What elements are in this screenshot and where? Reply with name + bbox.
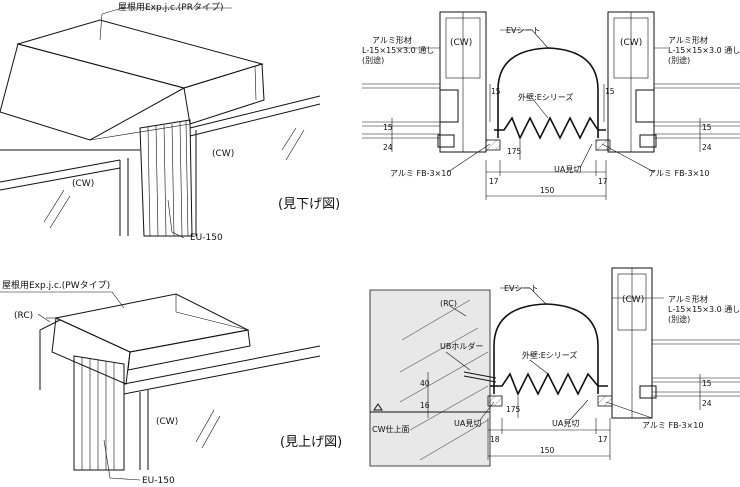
br-d16: 16 [420, 401, 430, 410]
br-ub-holder: UBホルダー [440, 341, 483, 351]
tr-ev-sheet: EVシート [506, 26, 541, 35]
br-ua-center: UA見切 [552, 419, 579, 428]
br-d17: 17 [598, 435, 608, 444]
br-dimensions [427, 372, 701, 460]
br-cw-finish: CW仕上面 [372, 424, 410, 434]
br-d175: 175 [506, 405, 521, 414]
br-ua-left: UA見切 [454, 419, 481, 428]
bl-rc: (RC) [14, 311, 33, 321]
tr-fb-right: アルミ FB-3×10 [648, 169, 709, 178]
tr-alu-left-1: アルミ形材 [372, 35, 412, 45]
tr-dimensions [391, 84, 701, 200]
tr-alu-left-3: (別途) [362, 55, 384, 65]
cw-mullion-right [595, 11, 657, 153]
tr-d17-left: 17 [489, 177, 499, 186]
tr-alu-right-2: L-15×15×3.0 通し [668, 45, 740, 55]
tr-wall-lines [362, 83, 740, 139]
tr-ua: UA見切 [554, 165, 581, 174]
br-ev-sheet: EVシート [504, 284, 539, 293]
bl-roof-label: 屋根用Exp.j.c.(PWタイプ) [2, 279, 110, 291]
br-alu-right-2: L-15×15×3.0 通し [668, 304, 740, 314]
bottom-left-perspective: 屋根用Exp.j.c.(PWタイプ) (RC) (CW) EU-150 (見上げ… [0, 279, 342, 486]
cw-right-wall [189, 95, 321, 236]
tr-d24-right: 24 [702, 143, 712, 152]
tr-exterior-wall: 外壁:Eシリーズ [518, 92, 573, 102]
eu-150-column [139, 119, 193, 237]
tl-cw-right: (CW) [212, 149, 234, 159]
tr-fb-left: アルミ FB-3×10 [390, 169, 451, 178]
top-left-perspective: 屋根用Exp.j.c.(PRタイプ) (CW) (CW) EU-150 (見下げ… [0, 1, 340, 243]
br-alu-right-3: (別途) [668, 314, 690, 324]
br-d24: 24 [702, 399, 712, 408]
br-fb-right: アルミ FB-3×10 [642, 421, 703, 430]
tr-alu-right-1: アルミ形材 [668, 35, 708, 45]
br-d15: 15 [702, 379, 712, 388]
tl-caption: (見下げ図) [278, 197, 340, 212]
bl-caption: (見上げ図) [280, 435, 342, 450]
e-series-wave-bottom [490, 372, 608, 396]
br-d18: 18 [490, 435, 500, 444]
tr-cw-right: (CW) [620, 38, 642, 48]
rc-wall [369, 289, 491, 467]
tr-d150: 150 [540, 186, 555, 195]
bl-cw: (CW) [156, 417, 178, 427]
bottom-right-section: (RC) (CW) EVシート アルミ形材 L-15×15×3.0 通し (別途… [369, 267, 740, 467]
tr-alu-right-3: (別途) [668, 55, 690, 65]
cw-wall-bottom [123, 345, 321, 470]
tr-alu-left-2: L-15×15×3.0 通し [362, 45, 434, 55]
pr-joint-side [183, 63, 265, 125]
br-d40: 40 [420, 379, 430, 388]
tr-d15b-right: 15 [702, 123, 712, 132]
ev-sheet-arc-bottom [493, 303, 599, 394]
bl-eu-label: EU-150 [142, 476, 175, 486]
br-rc: (RC) [440, 299, 457, 308]
tr-d175: 175 [507, 147, 522, 156]
eu-150-column-bottom [73, 355, 125, 471]
cw-mullion-left [437, 11, 501, 153]
tr-d17-right: 17 [598, 177, 608, 186]
br-alu-right-1: アルミ形材 [668, 294, 708, 304]
cw-left-wall [0, 149, 140, 236]
pw-joint-side [127, 329, 251, 371]
pw-joint-front [51, 317, 131, 385]
br-cw: (CW) [622, 295, 644, 305]
tl-cw-left: (CW) [72, 179, 94, 189]
tl-roof-label: 屋根用Exp.j.c.(PRタイプ) [118, 1, 223, 13]
tr-d15b-left: 15 [383, 123, 393, 132]
br-exterior-wall: 外壁:Eシリーズ [522, 350, 577, 360]
tl-eu-label: EU-150 [190, 233, 223, 243]
e-series-wave [494, 116, 606, 140]
tr-d15-left: 15 [491, 87, 501, 96]
tr-cw-left: (CW) [450, 38, 472, 48]
tr-d15-right: 15 [605, 87, 615, 96]
tr-d24-left: 24 [383, 143, 393, 152]
br-wall-lines [652, 339, 740, 397]
top-right-section: (CW) (CW) EVシート アルミ形材 L-15×15×3.0 通し (別途… [362, 11, 740, 200]
br-d150: 150 [540, 446, 555, 455]
